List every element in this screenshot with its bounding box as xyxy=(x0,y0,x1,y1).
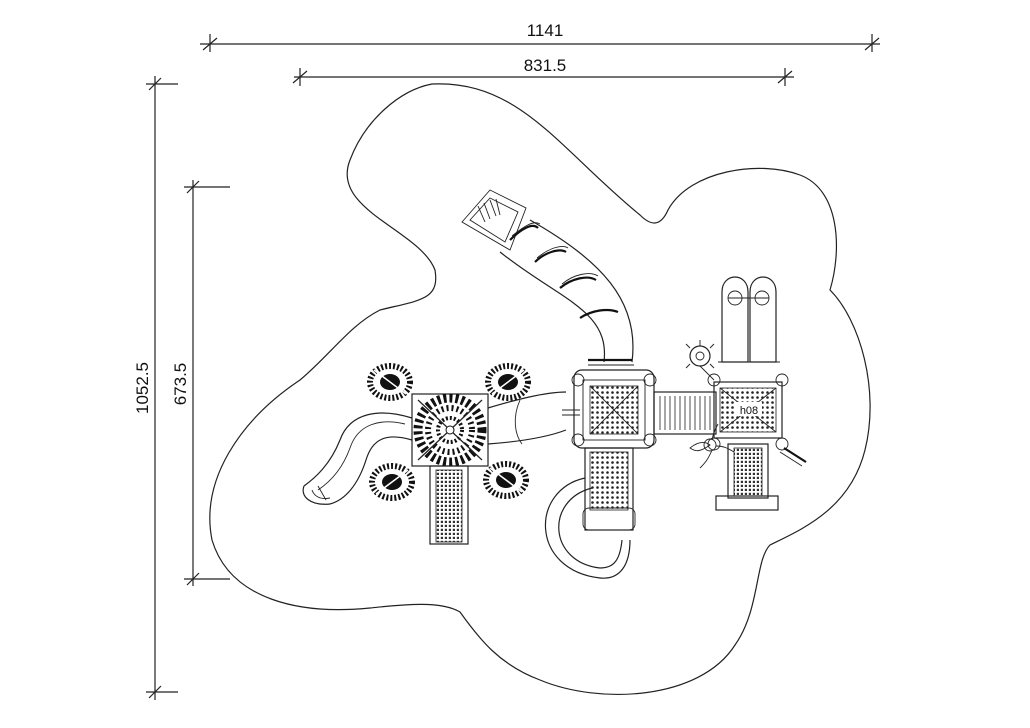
roof-foliage xyxy=(413,393,487,467)
safety-zone-outline xyxy=(209,83,871,696)
left-ramp xyxy=(429,465,469,545)
central-ramp xyxy=(582,447,636,531)
structure-height-label: 673.5 xyxy=(171,363,190,406)
structure-width-label: 831.5 xyxy=(524,56,567,75)
leaf-ornament-ne xyxy=(485,363,531,401)
left-tower xyxy=(411,393,489,467)
dimension-overall-width: 1141 xyxy=(200,21,880,52)
overall-height-label: 1052.5 xyxy=(133,362,152,414)
central-platform xyxy=(562,369,657,449)
dimension-structure-height: 673.5 xyxy=(171,180,230,586)
dimension-structure-width: 831.5 xyxy=(292,56,794,86)
overall-width-label: 1141 xyxy=(527,21,564,40)
bridge xyxy=(653,391,717,435)
leaf-ornament-se xyxy=(483,461,529,499)
leaf-ornament-nw xyxy=(367,363,413,401)
dimension-overall-height: 1052.5 xyxy=(133,76,178,700)
leaf-ornament-sw xyxy=(369,463,415,501)
platform-label: h08 xyxy=(740,405,758,417)
right-tower: h08 xyxy=(707,276,807,511)
left-slide xyxy=(302,412,413,505)
flower-decoration-bottom xyxy=(689,423,735,469)
connector-tube xyxy=(487,391,567,445)
round-slide xyxy=(544,477,631,579)
flower-decoration-top xyxy=(685,340,715,381)
tube-slide xyxy=(461,189,634,366)
